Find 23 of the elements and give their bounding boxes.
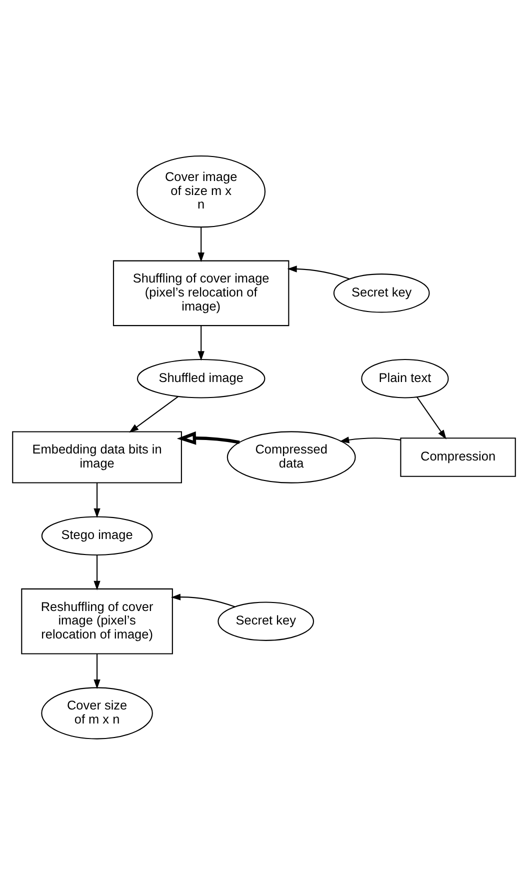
node-ellipse: Cover size of m x n xyxy=(41,686,153,739)
arrow xyxy=(340,436,401,443)
node-box: Reshuffling of cover image (pixel’s relocation of image) xyxy=(21,588,173,654)
arrow xyxy=(198,325,204,360)
node-ellipse: Plain text xyxy=(361,358,449,398)
arrow xyxy=(416,396,446,439)
arrow xyxy=(198,226,204,262)
arrow xyxy=(94,482,100,518)
node-box: Embedding data bits in image xyxy=(12,430,182,483)
node-box: Compression xyxy=(400,437,516,476)
arrow xyxy=(129,396,178,432)
node-ellipse: Secret key xyxy=(333,273,430,312)
node-ellipse: Compressed data xyxy=(226,430,356,483)
node-ellipse: Cover image of size m x n xyxy=(136,154,266,228)
node-ellipse: Shuffled image xyxy=(136,358,266,398)
arrow xyxy=(94,554,100,590)
arrow xyxy=(94,653,100,689)
arrow xyxy=(170,593,236,607)
arrow xyxy=(176,430,240,444)
arrow xyxy=(287,265,350,279)
node-ellipse: Stego image xyxy=(41,516,153,556)
node-ellipse: Secret key xyxy=(218,601,314,640)
node-box: Shuffling of cover image (pixel’s relocation of image) xyxy=(112,260,290,326)
